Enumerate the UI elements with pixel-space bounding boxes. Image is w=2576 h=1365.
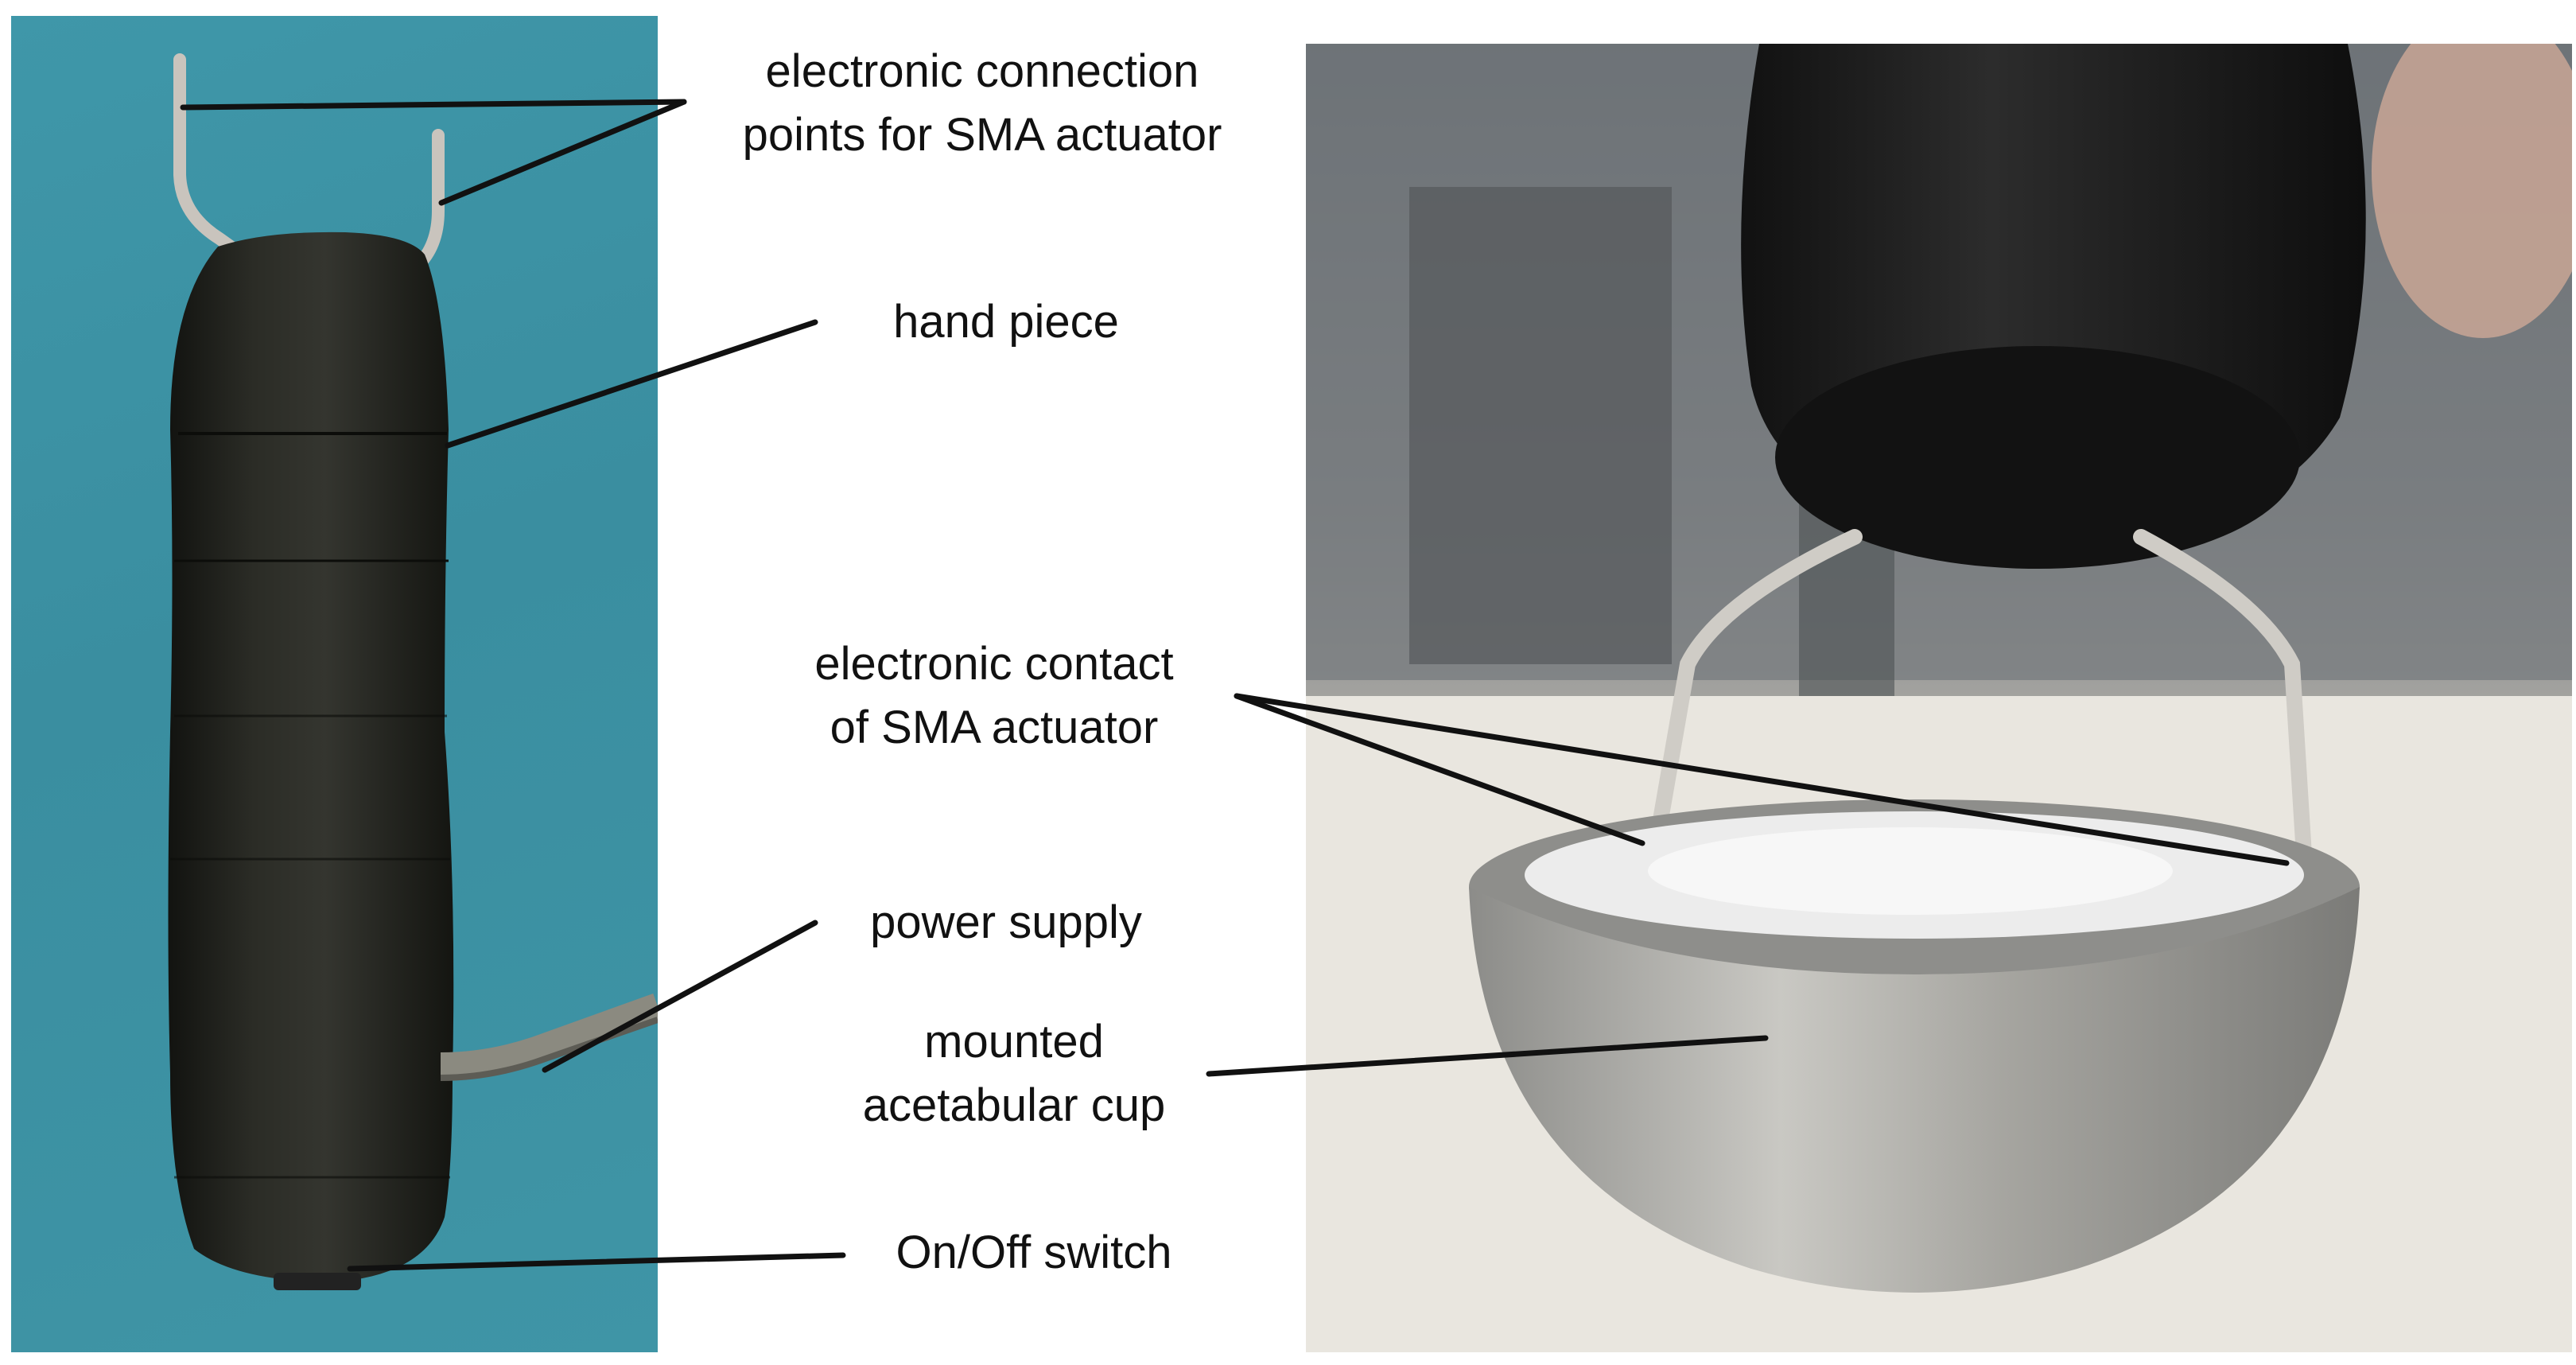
- leader-contact-left: [1234, 693, 1645, 846]
- handpiece-illustration: [168, 53, 658, 1290]
- label-hand-piece: hand piece: [893, 296, 1119, 348]
- left-prong: [173, 53, 248, 261]
- handpiece-body: [168, 231, 454, 1283]
- label-power-supply: power supply: [870, 896, 1142, 948]
- handpiece-photo: [11, 16, 658, 1352]
- leader-contact-right: [1234, 693, 2290, 866]
- leader-connection-left: [180, 99, 687, 111]
- leader-hand-piece: [445, 319, 818, 449]
- leader-power-supply: [542, 920, 818, 1073]
- leader-connection-right: [438, 99, 687, 206]
- cup-illustration: [1306, 44, 2572, 1352]
- leader-switch: [347, 1252, 846, 1272]
- power-cable: [440, 994, 658, 1079]
- sma-wire: [1648, 529, 1863, 855]
- cup-photo: [1306, 44, 2572, 1352]
- switch-nub: [274, 1273, 361, 1290]
- acetabular-cup: [1469, 887, 2360, 1293]
- label-connection-points: electronic connection points for SMA act…: [742, 45, 1222, 161]
- label-electronic-contact: electronic contact of SMA actuator: [814, 638, 1174, 753]
- label-on-off-switch: On/Off switch: [896, 1227, 1172, 1278]
- label-mounted-cup: mounted acetabular cup: [862, 1016, 1166, 1131]
- leader-mounted-cup: [1206, 1035, 1769, 1077]
